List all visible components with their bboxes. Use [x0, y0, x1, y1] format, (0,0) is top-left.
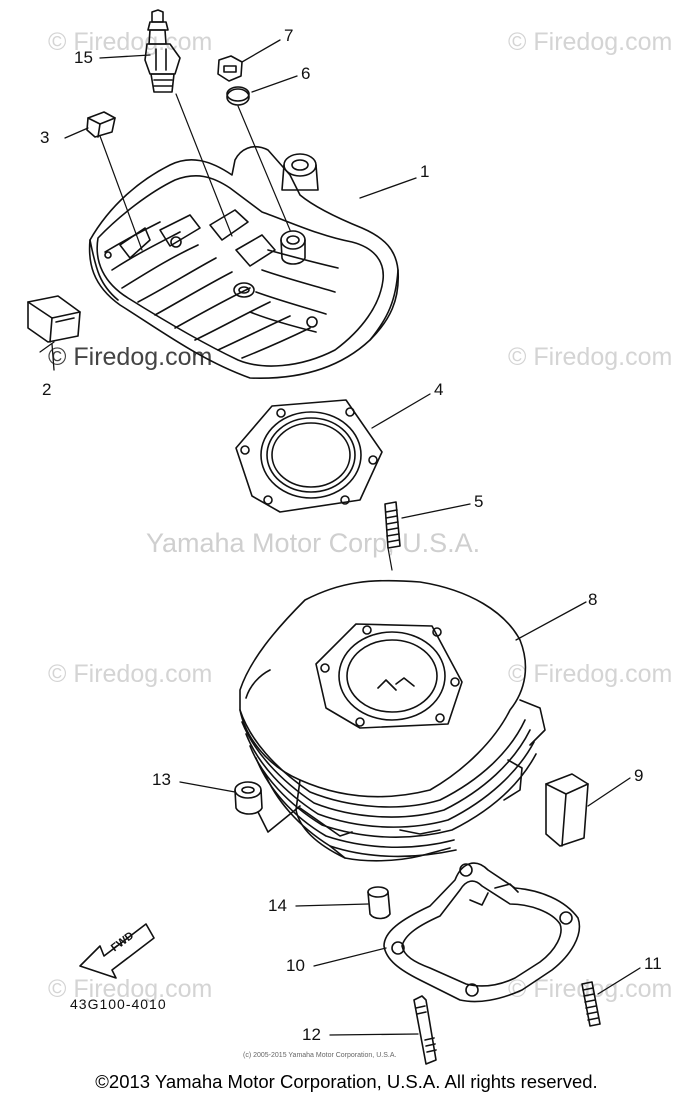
center-watermark: Yamaha Motor Corp, U.S.A. [146, 528, 481, 558]
callout-9: 9 [634, 766, 644, 785]
callout-7: 7 [284, 26, 294, 45]
callout-6: 6 [301, 64, 311, 83]
cylinder-head [88, 145, 400, 380]
stud-bolt [413, 995, 437, 1065]
small-copyright: (c) 2005-2015 Yamaha Motor Corporation, … [243, 1052, 397, 1059]
callout-10: 10 [286, 956, 305, 975]
callout-8: 8 [588, 590, 598, 609]
spark-plug [144, 9, 181, 93]
callout-5: 5 [474, 492, 484, 511]
watermark: © Firedog.com [508, 28, 673, 56]
stud-bolt [581, 981, 601, 1027]
cylinder [239, 579, 546, 862]
callout-2: 2 [42, 380, 52, 399]
callout-12: 12 [302, 1025, 321, 1044]
watermark: © Firedog.com [48, 28, 213, 56]
damper-block [545, 773, 589, 847]
nut [217, 55, 243, 82]
callout-15: 15 [74, 48, 93, 67]
callout-3: 3 [40, 128, 50, 147]
dowel-pin [367, 886, 391, 920]
callout-13: 13 [152, 770, 171, 789]
watermark: © Firedog.com [48, 975, 213, 1003]
watermark: © Firedog.com [508, 660, 673, 688]
forward-arrow-icon [79, 923, 155, 979]
washer [226, 86, 250, 106]
damper-block [86, 111, 116, 138]
watermark-dark: © Firedog.com [48, 343, 213, 371]
callout-11: 11 [644, 954, 662, 973]
dowel-pin [234, 781, 301, 833]
damper-block [27, 295, 81, 343]
part-code: 43G100-4010 [70, 996, 167, 1012]
watermark: © Firedog.com [48, 660, 213, 688]
callout-14: 14 [268, 896, 287, 915]
callout-4: 4 [434, 380, 444, 399]
head-gasket [235, 399, 383, 513]
watermark: © Firedog.com [508, 343, 673, 371]
stud-bolt [384, 501, 401, 549]
footer-copyright: ©2013 Yamaha Motor Corporation, U.S.A. A… [95, 1071, 598, 1092]
base-gasket [383, 862, 581, 1003]
assembly-lines [39, 93, 393, 571]
callout-1: 1 [420, 162, 430, 181]
leader-lines [51, 39, 641, 1036]
